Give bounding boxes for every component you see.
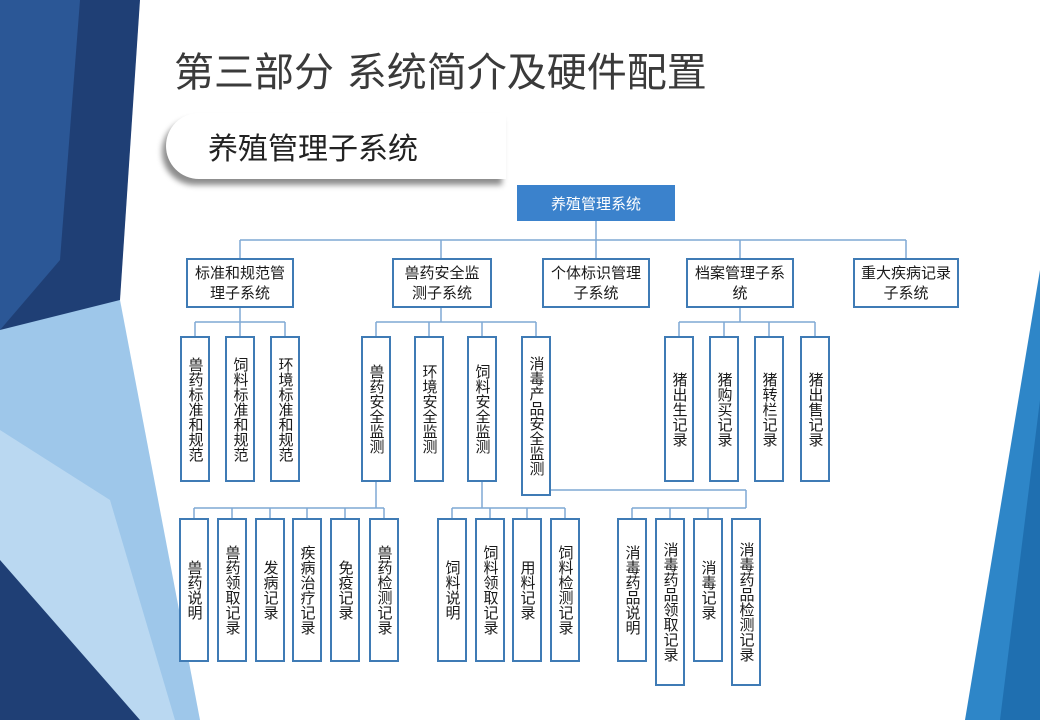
node-disinfect-instructions: 消毒药品说明	[617, 518, 647, 662]
node-disinfect-test-record: 消毒药品检测记录	[731, 518, 761, 686]
node-standards-subsystem: 标准和规范管理子系统	[186, 258, 294, 308]
node-pig-transfer-record: 猪转栏记录	[754, 336, 784, 482]
node-identity-subsystem: 个体标识管理子系统	[542, 258, 650, 308]
node-root: 养殖管理系统	[517, 185, 675, 221]
node-safety-subsystem: 兽药安全监测子系统	[392, 258, 492, 308]
node-feed-standard: 饲料标准和规范	[225, 336, 255, 482]
node-pig-sale-record: 猪出售记录	[800, 336, 830, 482]
node-environment-standard: 环境标准和规范	[270, 336, 300, 482]
node-feed-collection: 饲料领取记录	[475, 518, 505, 662]
node-feed-test-record: 饲料检测记录	[550, 518, 580, 662]
node-disinfect-collection: 消毒药品领取记录	[655, 518, 685, 686]
node-disinfect-safety: 消毒产品安全监测	[521, 336, 551, 496]
node-vet-drug-standard: 兽药标准和规范	[180, 336, 210, 482]
node-vet-drug-test-record: 兽药检测记录	[369, 518, 399, 662]
node-archive-subsystem: 档案管理子系统	[686, 258, 794, 308]
node-onset-record: 发病记录	[255, 518, 285, 662]
page-title: 第三部分 系统简介及硬件配置	[174, 50, 707, 96]
node-feed-usage-record: 用料记录	[512, 518, 542, 662]
node-environment-safety: 环境安全监测	[414, 336, 444, 482]
node-immunization-record: 免疫记录	[330, 518, 360, 662]
node-vet-drug-collection: 兽药领取记录	[217, 518, 247, 662]
node-pig-purchase-record: 猪购买记录	[709, 336, 739, 482]
node-feed-instructions: 饲料说明	[437, 518, 467, 662]
subtitle-banner	[166, 113, 506, 179]
node-treatment-record: 疾病治疗记录	[292, 518, 322, 662]
node-pig-birth-record: 猪出生记录	[664, 336, 694, 482]
node-vet-drug-safety: 兽药安全监测	[361, 336, 391, 482]
node-disinfect-record: 消毒记录	[693, 518, 723, 662]
node-disease-subsystem: 重大疾病记录子系统	[853, 258, 959, 308]
node-feed-safety: 饲料安全监测	[467, 336, 497, 482]
node-vet-drug-instructions: 兽药说明	[179, 518, 209, 662]
section-title: 养殖管理子系统	[208, 132, 418, 167]
